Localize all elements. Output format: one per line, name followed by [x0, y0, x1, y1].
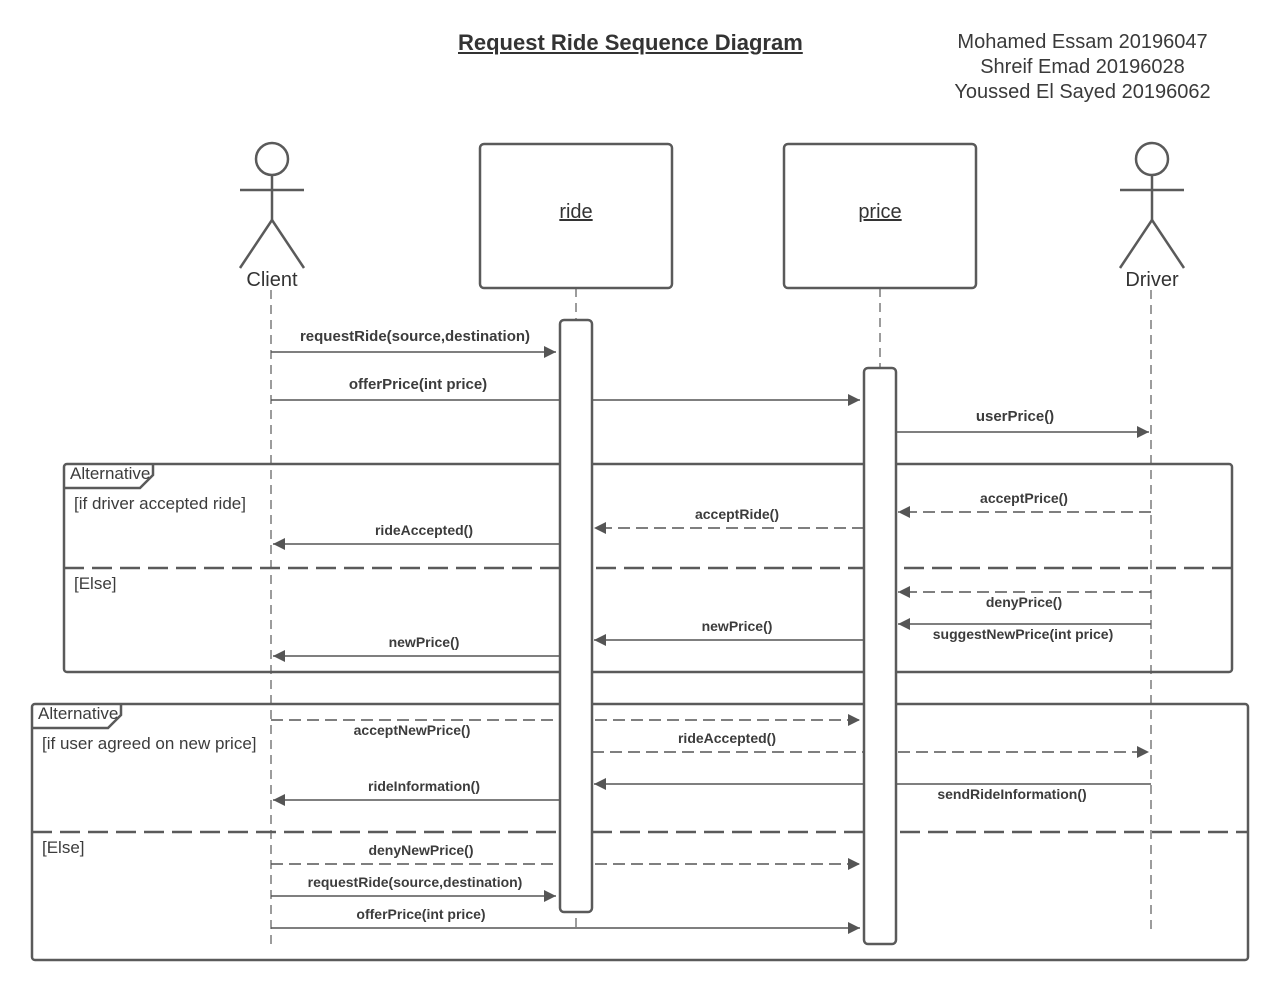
message-label: sendRideInformation() [937, 786, 1087, 802]
message-label: denyNewPrice() [368, 842, 474, 858]
message-label: suggestNewPrice(int price) [932, 626, 1114, 642]
price-activation-bar [862, 366, 898, 946]
alt-frame-1-else-guard: [Else] [74, 574, 117, 593]
driver-actor-icon [1118, 141, 1186, 269]
diagram-title: Request Ride Sequence Diagram [458, 30, 803, 55]
alt-frame-2-tab [32, 704, 123, 730]
message-label: requestRide(source,destination) [299, 328, 531, 345]
author-name: Youssed El Sayed 20196062 [954, 81, 1211, 103]
message-label: acceptNewPrice() [353, 722, 471, 738]
ride-object-label: ride [559, 201, 593, 223]
client-actor-label: Client [246, 269, 298, 291]
message-label: newPrice() [701, 618, 773, 634]
message-label: rideAccepted() [677, 730, 777, 746]
message-label: offerPrice(int price) [356, 906, 486, 922]
message-label: denyPrice() [985, 594, 1063, 610]
price-object-label: price [858, 201, 902, 223]
message-label: rideAccepted() [374, 522, 474, 538]
message-label: newPrice() [388, 634, 460, 650]
alt-frame-2-else-guard: [Else] [42, 838, 85, 857]
message-label: rideInformation() [368, 778, 480, 794]
ride-activation-bar [558, 318, 594, 914]
message-label: acceptPrice() [980, 490, 1068, 506]
author-list: Mohamed Essam 20196047 Shreif Emad 20196… [930, 30, 1235, 105]
client-actor-icon [238, 141, 306, 269]
message-label: offerPrice(int price) [348, 376, 488, 393]
message-label: requestRide(source,destination) [307, 874, 523, 890]
message-label: userPrice() [975, 408, 1055, 425]
ride-object-box [478, 142, 674, 290]
author-name: Mohamed Essam 20196047 [957, 31, 1208, 53]
driver-actor-label: Driver [1125, 269, 1179, 291]
author-name: Shreif Emad 20196028 [980, 56, 1185, 78]
alt-frame-1-label: Alternative [70, 464, 151, 483]
alt-frame-2-guard: [if user agreed on new price] [42, 734, 257, 753]
message-label: acceptRide() [694, 506, 780, 522]
alt-frame-1-guard: [if driver accepted ride] [74, 494, 246, 513]
alt-frame-1-tab [64, 464, 155, 490]
price-object-box [782, 142, 978, 290]
alt-frame-2-label: Alternative [38, 704, 119, 723]
